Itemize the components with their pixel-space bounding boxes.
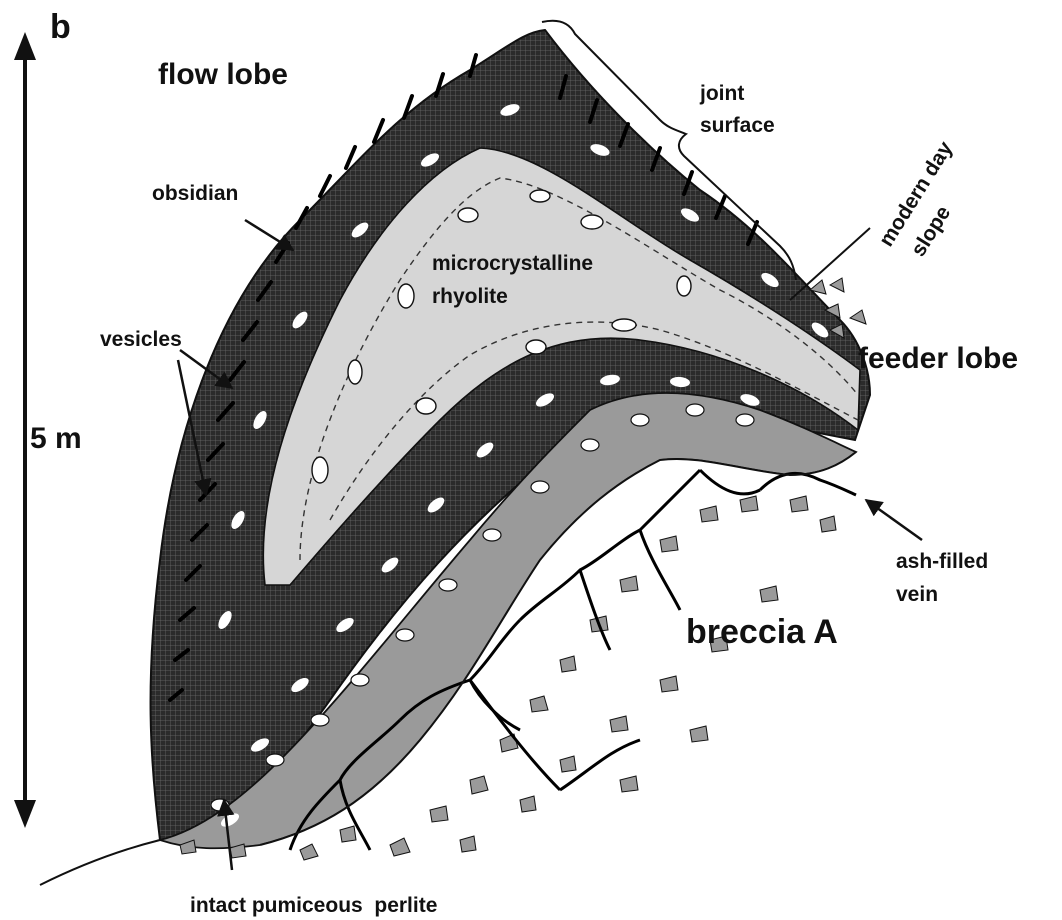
- label-ash-filled: ash-filled: [896, 550, 988, 573]
- scale-label: 5 m: [30, 422, 82, 455]
- modern-day-slope-line: [790, 228, 870, 300]
- ash-filled-vein-arrow: [866, 500, 922, 540]
- label-microcrystalline: microcrystalline: [432, 252, 593, 275]
- label-feeder-lobe: feeder lobe: [858, 342, 1018, 375]
- label-obsidian: obsidian: [152, 182, 238, 205]
- label-vesicles: vesicles: [100, 328, 182, 351]
- label-joint-surface-line2: surface: [700, 114, 775, 137]
- label-vein: vein: [896, 583, 938, 606]
- label-flow-lobe: flow lobe: [158, 58, 288, 91]
- label-rhyolite: rhyolite: [432, 285, 508, 308]
- scale-arrowhead-bottom: [14, 800, 36, 828]
- scale-arrowhead-top: [14, 32, 36, 60]
- ground-line: [40, 840, 160, 885]
- label-breccia-a: breccia A: [686, 613, 838, 651]
- panel-letter: b: [50, 8, 71, 46]
- label-intact-pumiceous-perlite: intact pumiceous perlite: [190, 894, 437, 917]
- label-joint-surface-line1: joint: [699, 82, 744, 105]
